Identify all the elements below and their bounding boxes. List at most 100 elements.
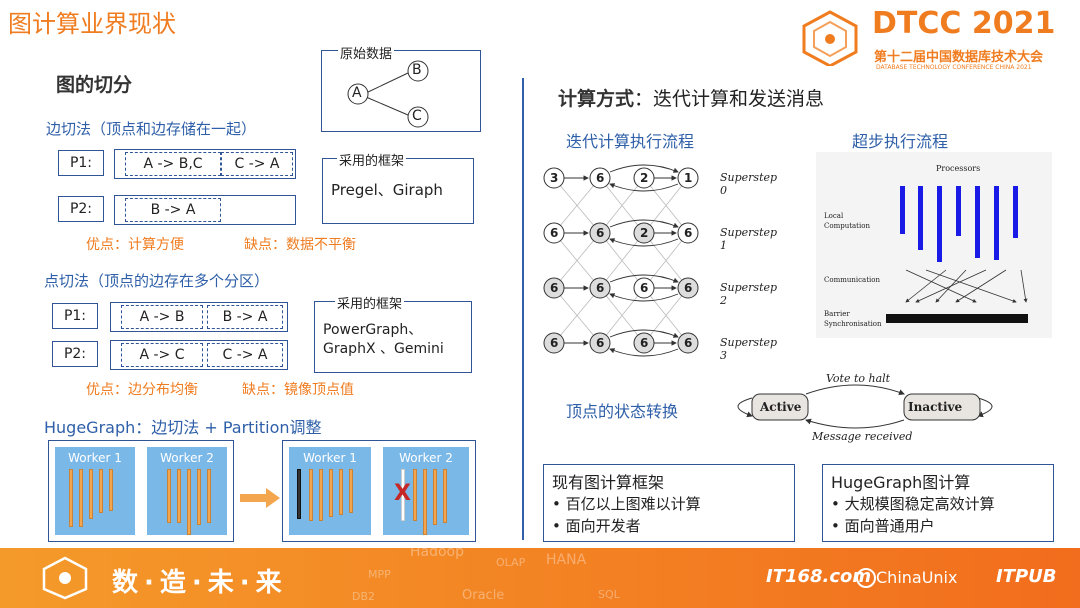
- removed-x-mark: X: [394, 481, 411, 506]
- worker-panel: Worker 1: [55, 447, 135, 535]
- worker-panel: Worker 2 X: [383, 447, 469, 535]
- footer-word: SQL: [598, 588, 620, 601]
- vertex-cut-framework-line2: GraphX 、Gemini: [323, 341, 444, 357]
- vertex-value: 6: [684, 336, 693, 350]
- superstep-label: Superstep 2: [720, 281, 778, 307]
- hugegraph-partition-heading: HugeGraph：边切法 + Partition调整: [44, 418, 322, 437]
- vertex-cut-p2-label: P2:: [52, 341, 98, 367]
- hexagon-logo-icon: [802, 10, 858, 66]
- compute-section-rest: ：迭代计算和发送消息: [634, 88, 825, 110]
- hugegraph-compute-box: HugeGraph图计算 • 大规模图稳定高效计算 • 面向普通用户: [822, 464, 1054, 542]
- vertex-value: 6: [684, 281, 693, 295]
- bsp-diagram: Processors Local Computation Communicati…: [816, 152, 1052, 338]
- vertex-cut-p2-cell: A -> C: [121, 343, 203, 367]
- footer-word: MPP: [368, 568, 391, 581]
- hugegraph-compute-title: HugeGraph图计算: [831, 473, 971, 492]
- edge-cut-heading: 边切法（顶点和边存储在一起）: [46, 120, 257, 138]
- footer-logo-chinaunix: ChinaUnix: [876, 568, 958, 587]
- edge-cut-cons: 缺点：数据不平衡: [244, 237, 356, 253]
- superstep-label: Superstep 3: [720, 336, 778, 362]
- vertex-cut-p1-cell: A -> B: [121, 305, 203, 329]
- vertex-value: 6: [550, 226, 559, 240]
- raw-node-b: B: [412, 62, 422, 78]
- partition-after-box: Worker 1 Worker 2 X: [282, 440, 476, 542]
- bsp-sync-label: Synchronisation: [824, 320, 882, 328]
- edge-cut-p2-cell: B -> A: [125, 198, 221, 222]
- state-vote-label: Vote to halt: [826, 372, 891, 385]
- footer-banner: Hadoop OLAP HANA MPP DB2 Oracle SQL 数·造·…: [0, 544, 1080, 608]
- bsp-communication-label: Communication: [824, 276, 880, 284]
- edge-cut-p2-row: B -> A: [114, 195, 296, 225]
- vertex-cut-framework-line1: PowerGraph、: [323, 322, 423, 338]
- bsp-processors-label: Processors: [936, 164, 981, 173]
- footer-hexagon-icon: [42, 556, 88, 600]
- vertex-value: 2: [640, 171, 649, 185]
- iter-flow-title: 迭代计算执行流程: [566, 132, 695, 151]
- vertical-divider: [522, 78, 524, 540]
- footer-word: DB2: [352, 590, 376, 603]
- edge-cut-framework-names: Pregel、Giraph: [331, 181, 443, 199]
- existing-frameworks-item: • 面向开发者: [552, 517, 641, 535]
- supersteps-diagram: [543, 164, 699, 357]
- edge-cut-p2-label: P2:: [58, 196, 104, 222]
- footer-word: OLAP: [496, 556, 526, 569]
- vertex-value: 3: [550, 171, 559, 185]
- vertex-cut-heading: 点切法（顶点的边存在多个分区）: [44, 272, 270, 290]
- hugegraph-compute-item: • 面向普通用户: [831, 517, 935, 535]
- compute-section-heading: 计算方式：迭代计算和发送消息: [558, 84, 824, 111]
- worker-label: Worker 2: [160, 451, 214, 465]
- vertex-cut-p2-cell: C -> A: [207, 343, 283, 367]
- state-active: Active: [760, 400, 802, 414]
- raw-node-c: C: [412, 108, 422, 124]
- dtcc-en-name: DATABASE TECHNOLOGY CONFERENCE CHINA 202…: [876, 64, 1032, 71]
- state-msg-label: Message received: [812, 430, 913, 443]
- edge-cut-framework-box: 采用的框架 Pregel、Giraph: [322, 150, 474, 224]
- vertex-cut-p1-cell: B -> A: [207, 305, 283, 329]
- superstep-label: Superstep 0: [720, 171, 778, 197]
- vertex-cut-framework-box: 采用的框架 PowerGraph、 GraphX 、Gemini: [314, 293, 472, 373]
- edge-cut-p1-cell: A -> B,C: [125, 152, 221, 176]
- footer-word: Oracle: [462, 588, 505, 603]
- dtcc-cn-name: 第十二届中国数据库技术大会: [874, 50, 1044, 65]
- edge-cut-pros: 优点：计算方便: [86, 237, 184, 253]
- vertex-value: 6: [596, 171, 605, 185]
- bsp-computation-label: Computation: [824, 222, 870, 230]
- vertex-cut-p1-row: A -> B B -> A: [110, 302, 288, 332]
- raw-graph-diagram: [347, 60, 429, 128]
- existing-frameworks-title: 现有图计算框架: [552, 473, 665, 492]
- worker-label: Worker 1: [68, 451, 122, 465]
- footer-logo-itpub: ITPUB: [996, 566, 1057, 587]
- chinaunix-circle-icon: [856, 568, 876, 588]
- vertex-value: 2: [640, 226, 649, 240]
- vertex-value: 6: [640, 281, 649, 295]
- vertex-cut-p1-label: P1:: [52, 303, 98, 329]
- state-diagram: [737, 384, 993, 429]
- page-title: 图计算业界现状: [8, 10, 176, 38]
- vertex-value: 6: [640, 336, 649, 350]
- bsp-local-label: Local: [824, 212, 844, 220]
- footer-logo-it168: IT168.com: [766, 566, 872, 587]
- hugegraph-compute-item: • 大规模图稳定高效计算: [831, 495, 995, 513]
- worker-panel: Worker 2: [147, 447, 227, 535]
- bsp-graphic: [886, 186, 1028, 323]
- worker-panel: Worker 1: [289, 447, 371, 535]
- compute-section-bold: 计算方式: [558, 88, 635, 110]
- footer-word: Hadoop: [410, 544, 465, 560]
- state-transition-label: 顶点的状态转换: [566, 402, 679, 421]
- edge-cut-framework-label: 采用的框架: [337, 150, 407, 169]
- existing-frameworks-box: 现有图计算框架 • 百亿以上图难以计算 • 面向开发者: [543, 464, 795, 542]
- vertex-cut-p2-row: A -> C C -> A: [110, 340, 288, 370]
- vertex-cut-framework-label: 采用的框架: [335, 293, 405, 312]
- raw-data-box: 原始数据 A B C: [321, 43, 481, 132]
- dtcc-logo-text: DTCC 2021: [872, 6, 1056, 41]
- vertex-value: 6: [550, 336, 559, 350]
- bsp-flow-title: 超步执行流程: [852, 132, 949, 151]
- vertex-value: 6: [596, 226, 605, 240]
- footer-word: HANA: [546, 552, 587, 568]
- edge-cut-p1-label: P1:: [58, 150, 104, 176]
- raw-data-label: 原始数据: [338, 43, 395, 62]
- arrow-right-icon: [240, 488, 280, 508]
- worker-label: Worker 2: [399, 451, 453, 465]
- footer-slogan: 数·造·未·来: [112, 568, 288, 598]
- vertex-cut-cons: 缺点：镜像顶点值: [242, 382, 354, 398]
